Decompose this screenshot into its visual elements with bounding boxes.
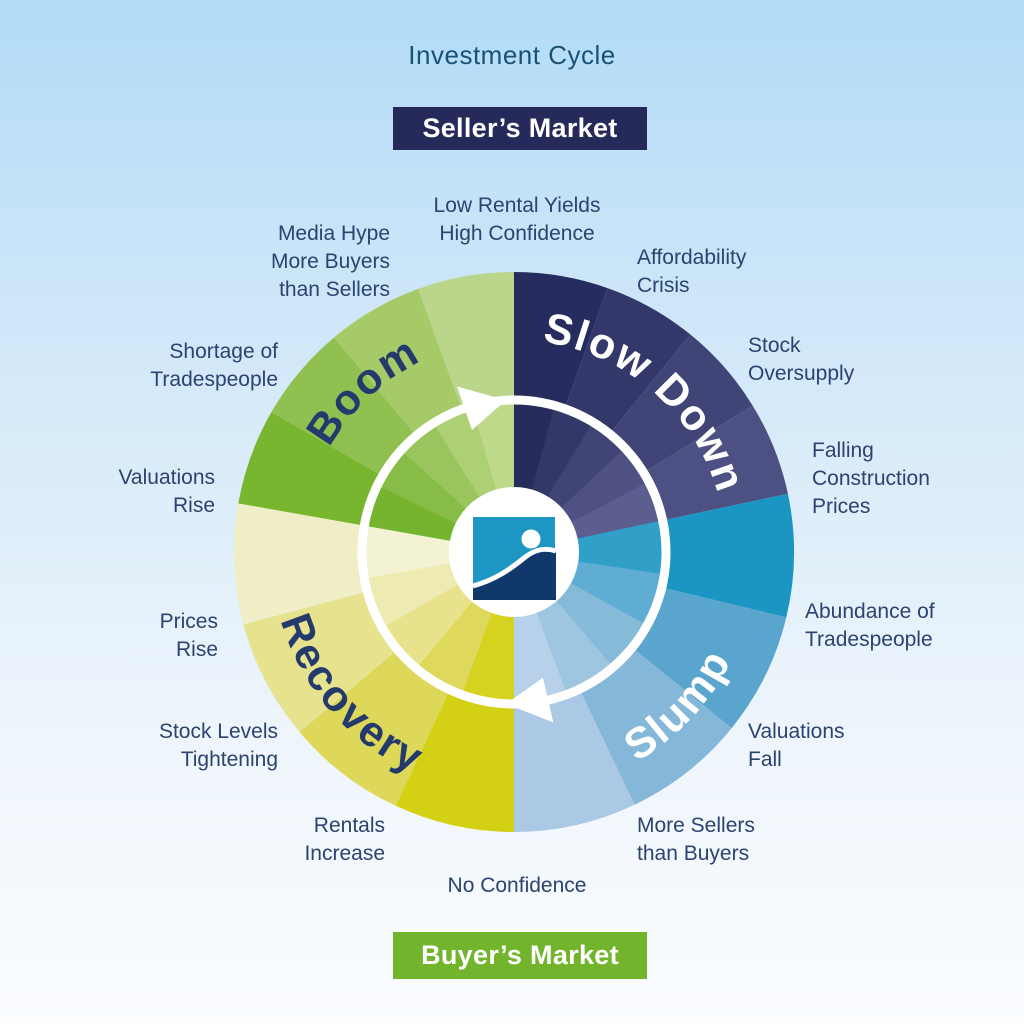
cycle-annotation-more-sellers: More Sellers than Buyers [637, 812, 755, 868]
annotation-line: Oversupply [748, 362, 855, 385]
annotation-line: Stock Levels [158, 720, 278, 743]
sellers-market-label: Seller’s Market [422, 113, 618, 143]
page-title: Investment Cycle [408, 40, 616, 70]
annotation-line: High Confidence [439, 222, 595, 245]
quadrant-boom [238, 272, 515, 552]
logo-wave [472, 546, 557, 589]
annotation-line: Crisis [637, 274, 690, 297]
annotation-line: Construction [812, 467, 930, 490]
annotation-line: More Buyers [270, 250, 390, 273]
cycle-annotation-shortage-of: Shortage of Tradespeople [150, 338, 278, 394]
annotation-line: Prices [812, 495, 871, 518]
annotation-line: Shortage of [169, 340, 278, 363]
annotation-line: Rise [172, 494, 215, 517]
annotation-line: Stock [748, 334, 801, 357]
annotation-line: than Sellers [279, 278, 390, 301]
annotation-line: Tradespeople [150, 368, 278, 391]
annotation-line: Abundance of [805, 600, 935, 623]
buyers-market-banner: Buyer’s Market [393, 932, 647, 979]
cycle-arrow-top [457, 386, 506, 430]
recovery-inner-wedge-5 [358, 524, 514, 580]
buyers-market-label: Buyer’s Market [421, 940, 619, 970]
annotation-line: Affordability [637, 246, 747, 269]
annotation-line: Rise [175, 638, 218, 661]
annotation-line: Rentals [313, 814, 385, 837]
annotation-line: Low Rental Yields [433, 194, 601, 217]
annotation-line: Valuations [118, 466, 215, 489]
logo-hill [473, 549, 556, 600]
annotation-line: Increase [304, 842, 385, 865]
annotation-line: Prices [159, 610, 218, 633]
annotation-line: Fall [748, 748, 782, 771]
annotation-line: Tradespeople [805, 628, 933, 651]
cycle-annotation-no-confidence: No Confidence [357, 872, 677, 900]
landscape-wave-logo [449, 487, 579, 617]
annotation-line: Media Hype [277, 222, 390, 245]
logo-sun-icon [521, 529, 541, 549]
annotation-line: than Buyers [637, 842, 750, 865]
sellers-market-banner: Seller’s Market [393, 107, 647, 150]
annotation-line: Falling [812, 439, 874, 462]
annotation-line: Tightening [180, 748, 278, 771]
annotation-line: Valuations [748, 720, 845, 743]
annotation-line: No Confidence [447, 874, 587, 897]
cycle-arrow-bottom [506, 677, 554, 723]
annotation-line: More Sellers [637, 814, 755, 837]
cycle-annotation-abundance-of: Abundance of Tradespeople [805, 598, 935, 654]
slump-inner-wedge-1 [514, 519, 670, 575]
